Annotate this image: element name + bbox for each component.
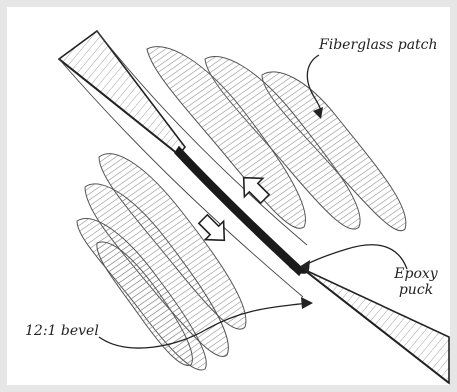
arrowhead [301,297,313,309]
epoxy-label-line1: Epoxy [392,266,440,282]
epoxy-puck-label: Epoxy puck [392,266,440,298]
bevel-label: 12:1 bevel [25,323,99,339]
upper-patch-strips [147,47,406,231]
fiberglass-patch-label: Fiberglass patch [319,37,438,53]
lower-patch-strips [77,154,246,370]
epoxy-label-line2: puck [392,282,440,298]
